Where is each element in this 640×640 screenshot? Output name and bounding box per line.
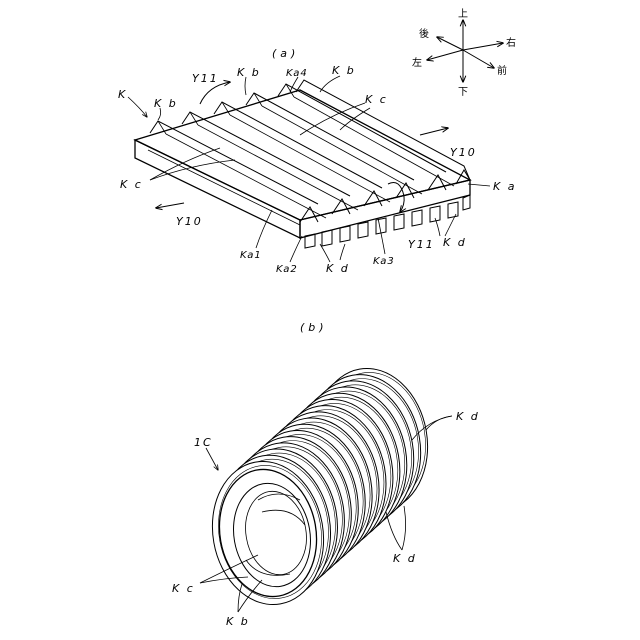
direction-up-label: 上 — [458, 8, 468, 20]
direction-compass: 上 下 右 左 後 前 — [412, 8, 516, 98]
caption-a: (a) — [272, 47, 299, 60]
caption-b: (b) — [300, 321, 328, 334]
figure-a: (a) — [118, 47, 516, 275]
label-Kc-b: K c — [172, 582, 195, 595]
label-Ka1: Ka1 — [240, 250, 262, 261]
label-Kd-bottom-b: K d — [393, 552, 417, 565]
label-Ka2: Ka2 — [276, 264, 298, 275]
tube-rings — [201, 360, 438, 614]
label-Ka: K a — [493, 180, 516, 193]
label-Kb-left: K b — [154, 97, 178, 110]
label-Kd-right: K d — [443, 236, 467, 249]
label-Y11-bottom: Y11 — [408, 238, 435, 251]
label-Ka4: Ka4 — [286, 68, 308, 79]
label-Y10-right: Y10 — [450, 146, 477, 159]
label-Y10-left: Y10 — [176, 215, 203, 228]
label-Kc-left: K c — [120, 178, 143, 191]
direction-right-label: 右 — [506, 36, 516, 49]
direction-left-label: 左 — [412, 56, 422, 69]
label-Kd-top-b: K d — [456, 410, 480, 423]
label-K: K — [118, 88, 127, 101]
direction-front-label: 前 — [497, 64, 507, 77]
label-Y11-top: Y11 — [192, 72, 219, 85]
figure-b: (b) 1C K d K d K c K b — [172, 321, 480, 628]
label-1C: 1C — [194, 436, 213, 449]
leaders-a — [128, 76, 490, 262]
label-Ka3: Ka3 — [373, 256, 395, 267]
label-Kc-top: K c — [365, 93, 388, 106]
label-Kb-mid: K b — [237, 66, 261, 79]
label-Kb-right: K b — [332, 64, 356, 77]
ridges — [150, 80, 470, 222]
direction-down-label: 下 — [458, 87, 468, 98]
direction-back-label: 後 — [419, 27, 429, 40]
label-Kd-bottom: K d — [326, 262, 350, 275]
label-Kb-b: K b — [226, 615, 250, 628]
